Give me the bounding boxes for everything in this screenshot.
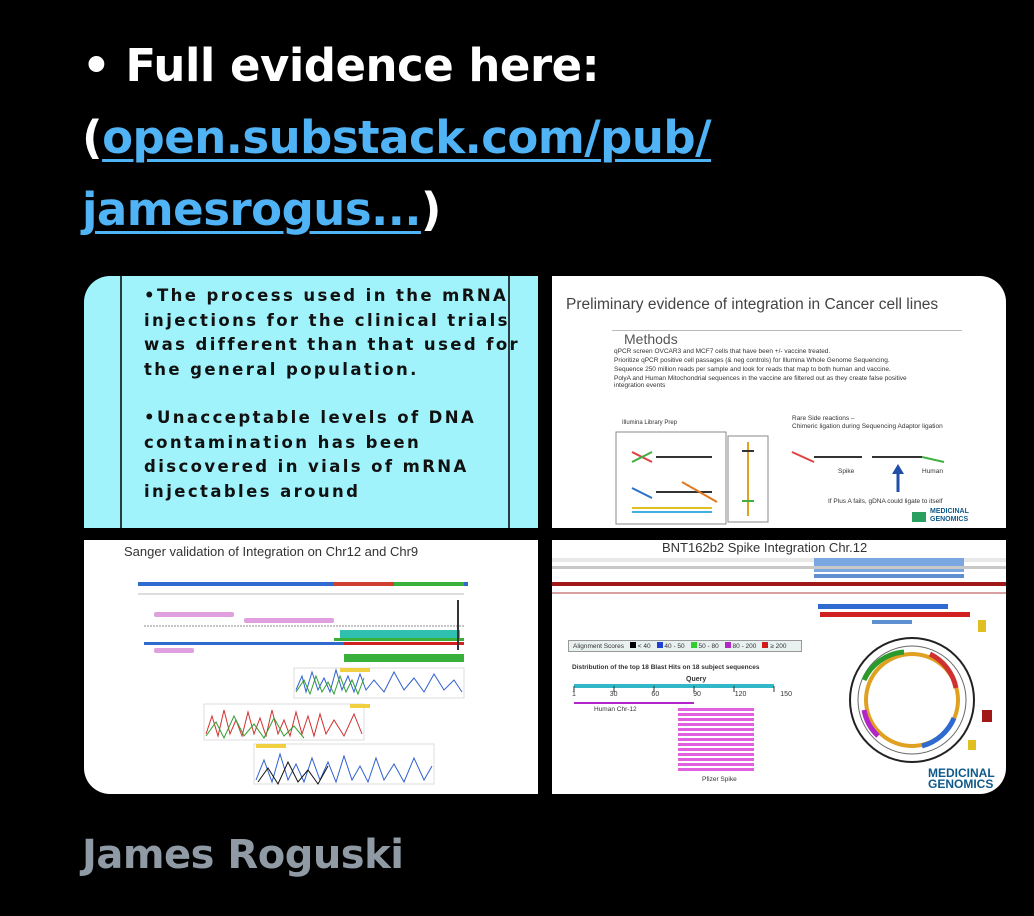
score-key: 50 - 80 xyxy=(690,642,719,650)
human-chr-label: Human Chr-12 xyxy=(594,706,637,713)
paren-close: ) xyxy=(420,183,442,236)
title-rule xyxy=(612,330,962,331)
divider-right xyxy=(508,276,510,528)
pfizer-spike-label: Pfizer Spike xyxy=(702,776,737,783)
slide-title: Preliminary evidence of integration in C… xyxy=(566,296,939,313)
paren-open: ( xyxy=(82,111,103,164)
human-label: Human xyxy=(922,468,943,475)
image-grid[interactable]: •The process used in the mRNA injections… xyxy=(84,276,1006,794)
bullet-dna-contamination: •Unacceptable levels of DNA contaminatio… xyxy=(144,408,477,501)
rare-label: Rare Side reactions – xyxy=(792,415,855,422)
headline: • Full evidence here: (open.substack.com… xyxy=(82,30,982,246)
polya-note: If Plus A fails, gDNA could ligate to it… xyxy=(828,498,943,505)
method-item: qPCR screen OVCAR3 and MCF7 cells that h… xyxy=(614,348,831,355)
chimeric-label: Chimeric ligation during Sequencing Adap… xyxy=(792,423,943,430)
distribution-title: Distribution of the top 18 Blast Hits on… xyxy=(572,664,760,671)
score-key: 40 - 50 xyxy=(656,642,685,650)
score-key: < 40 xyxy=(629,642,651,650)
divider-left xyxy=(120,276,122,528)
image-panel-text-slide[interactable]: •The process used in the mRNA injections… xyxy=(84,276,538,528)
slide-title: Sanger validation of Integration on Chr1… xyxy=(124,544,419,559)
spike-label: Spike xyxy=(838,468,855,475)
alignment-scores-legend: Alignment Scores < 40 40 - 50 50 - 80 80… xyxy=(568,640,802,652)
slide-title: BNT162b2 Spike Integration Chr.12 xyxy=(662,540,868,555)
methods-title: Methods xyxy=(624,331,678,347)
substack-link-part2[interactable]: jamesrogus... xyxy=(82,183,421,236)
alignment-label: Alignment Scores xyxy=(573,642,624,650)
author-name[interactable]: James Roguski xyxy=(82,832,404,878)
sequence-track xyxy=(552,558,1006,763)
bullet-process: •The process used in the mRNA injections… xyxy=(144,286,521,379)
method-item: Sequence 250 million reads per sample an… xyxy=(614,366,891,373)
medicinal-genomics-logo: MEDICINAL GENOMICS xyxy=(928,766,995,791)
illumina-label: Illumina Library Prep xyxy=(622,420,678,426)
image-panel-methods-slide[interactable]: Preliminary evidence of integration in C… xyxy=(552,276,1006,528)
query-label: Query xyxy=(686,676,707,683)
substack-link-part1[interactable]: open.substack.com/pub/ xyxy=(102,111,712,164)
methods-diagram xyxy=(615,431,945,525)
image-panel-blast-slide[interactable]: BNT162b2 Spike Integration Chr.12 Alignm… xyxy=(552,540,1006,794)
method-item: PolyA and Human Mitochondrial sequences … xyxy=(614,375,907,389)
medicinal-genomics-logo: MEDICINAL GENOMICS xyxy=(930,508,969,523)
methods-list: qPCR screen OVCAR3 and MCF7 cells that h… xyxy=(614,348,994,389)
slide-bullets: •The process used in the mRNA injections… xyxy=(144,284,524,528)
blast-hits-chart xyxy=(573,684,775,771)
headline-line2: (open.substack.com/pub/ xyxy=(82,102,982,174)
headline-line1: • Full evidence here: xyxy=(82,39,600,92)
image-panel-sanger-slide[interactable]: Sanger validation of Integration on Chr1… xyxy=(84,540,538,794)
score-key: ≥ 200 xyxy=(762,642,786,650)
method-item: Prioritize qPCR positive cell passages (… xyxy=(614,357,890,364)
score-key: 80 - 200 xyxy=(724,642,756,650)
sanger-diagram xyxy=(138,582,468,786)
headline-line3: jamesrogus...) xyxy=(82,174,982,246)
